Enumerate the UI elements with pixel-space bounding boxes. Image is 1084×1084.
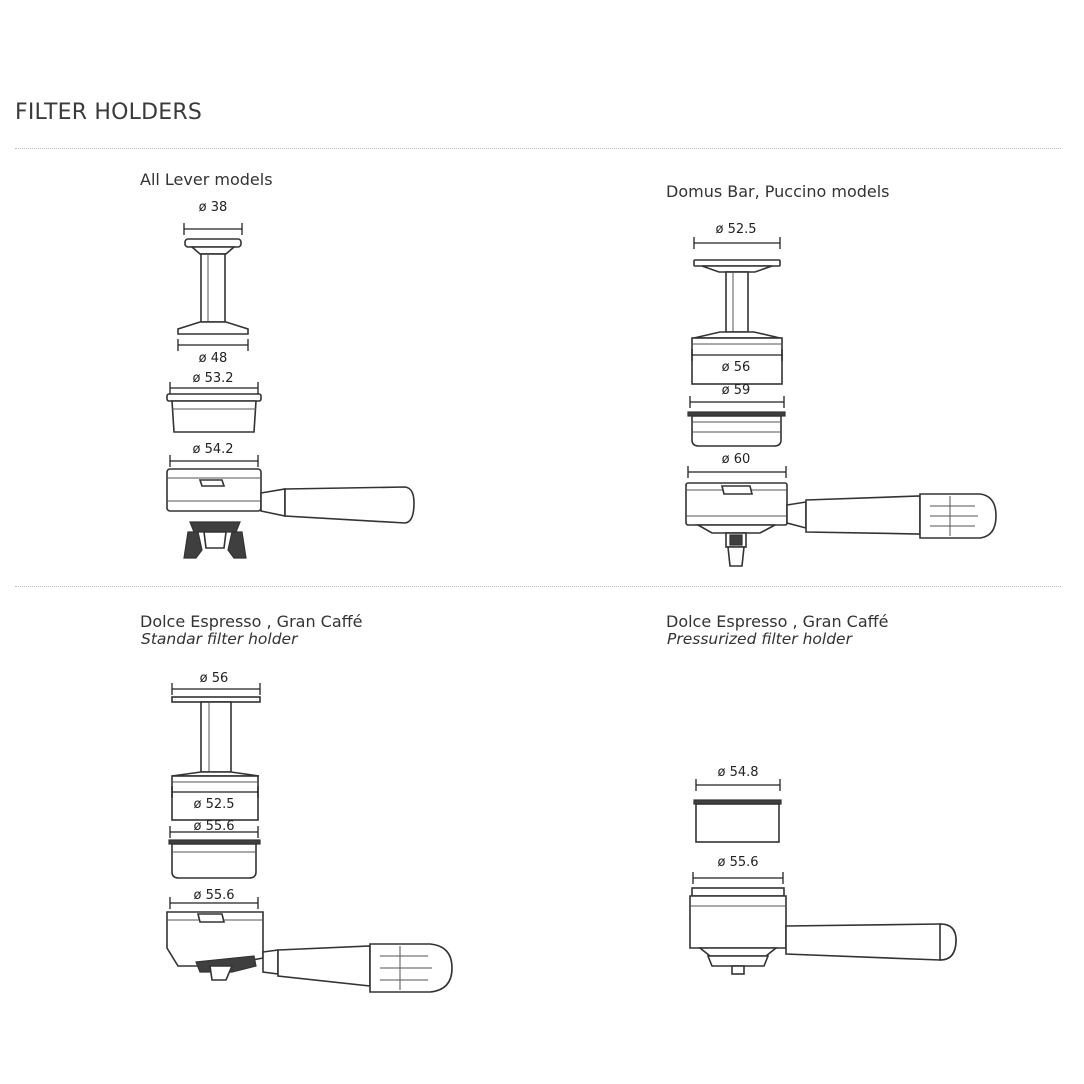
dolce-standard-dimension-52-5: ø 52.5	[171, 786, 259, 812]
dim-label-lever-53-2: ø 53.2	[192, 371, 233, 386]
domus-tamper	[691, 259, 783, 385]
dolce-pressurized-dimension-55-6: ø 55.6	[692, 855, 784, 884]
domus-dimension-56: ø 56	[691, 349, 783, 375]
lever-dimension-48: ø 48	[177, 339, 249, 366]
dolce-standard-dimension-55-6-basket: ø 55.6	[169, 819, 259, 838]
panel-title-dolce-pressurized: Dolce Espresso , Gran Caffé	[666, 612, 889, 631]
lever-tamper	[177, 238, 249, 335]
dim-label-lever-54-2: ø 54.2	[192, 442, 233, 457]
domus-dimension-59: ø 59	[689, 383, 785, 408]
dim-label-domus-60: ø 60	[722, 452, 751, 467]
lever-dimension-54-2: ø 54.2	[169, 442, 259, 467]
domus-dimension-60: ø 60	[687, 452, 787, 478]
dim-label-dolce-pressurized-55-6: ø 55.6	[717, 855, 758, 870]
panel-title-domus: Domus Bar, Puccino models	[666, 182, 890, 201]
dolce-pressurized-filter-basket	[693, 799, 782, 843]
page-title: FILTER HOLDERS	[15, 100, 202, 125]
dim-label-domus-59: ø 59	[722, 383, 751, 398]
panel-title-dolce-standard: Dolce Espresso , Gran Caffé	[140, 612, 363, 631]
lever-portafilter	[166, 468, 415, 559]
dim-label-lever-48: ø 48	[199, 351, 228, 366]
dim-label-dolce-standard-56: ø 56	[200, 671, 229, 686]
dolce-pressurized-dimension-54-8: ø 54.8	[695, 765, 781, 791]
dolce-standard-dimension-56: ø 56	[171, 671, 261, 695]
panel-title-lever: All Lever models	[140, 170, 273, 189]
lever-dimension-38: ø 38	[183, 200, 243, 235]
dim-label-dolce-standard-55-6-holder: ø 55.6	[193, 888, 234, 903]
section-divider-middle	[15, 586, 1061, 587]
dolce-pressurized-portafilter	[689, 887, 957, 975]
panel-subtitle-dolce-standard: Standar filter holder	[141, 630, 298, 648]
panel-subtitle-dolce-pressurized: Pressurized filter holder	[667, 630, 852, 648]
dim-label-lever-38: ø 38	[199, 200, 228, 215]
dolce-standard-filter-basket	[168, 839, 261, 879]
dim-label-dolce-pressurized-54-8: ø 54.8	[717, 765, 758, 780]
domus-portafilter	[685, 482, 997, 567]
dim-label-domus-56: ø 56	[722, 360, 751, 375]
dolce-standard-portafilter	[166, 911, 453, 993]
dim-label-dolce-standard-55-6-basket: ø 55.6	[193, 819, 234, 834]
dolce-standard-tamper	[171, 696, 261, 821]
dim-label-domus-52-5: ø 52.5	[715, 222, 756, 237]
domus-filter-basket	[687, 411, 786, 447]
dolce-standard-dimension-55-6-holder: ø 55.6	[169, 888, 259, 909]
dim-label-dolce-standard-52-5: ø 52.5	[193, 797, 234, 812]
lever-dimension-53-2: ø 53.2	[169, 371, 259, 394]
section-divider-top	[15, 148, 1061, 149]
lever-filter-basket	[166, 393, 262, 433]
domus-dimension-52-5: ø 52.5	[693, 222, 781, 249]
